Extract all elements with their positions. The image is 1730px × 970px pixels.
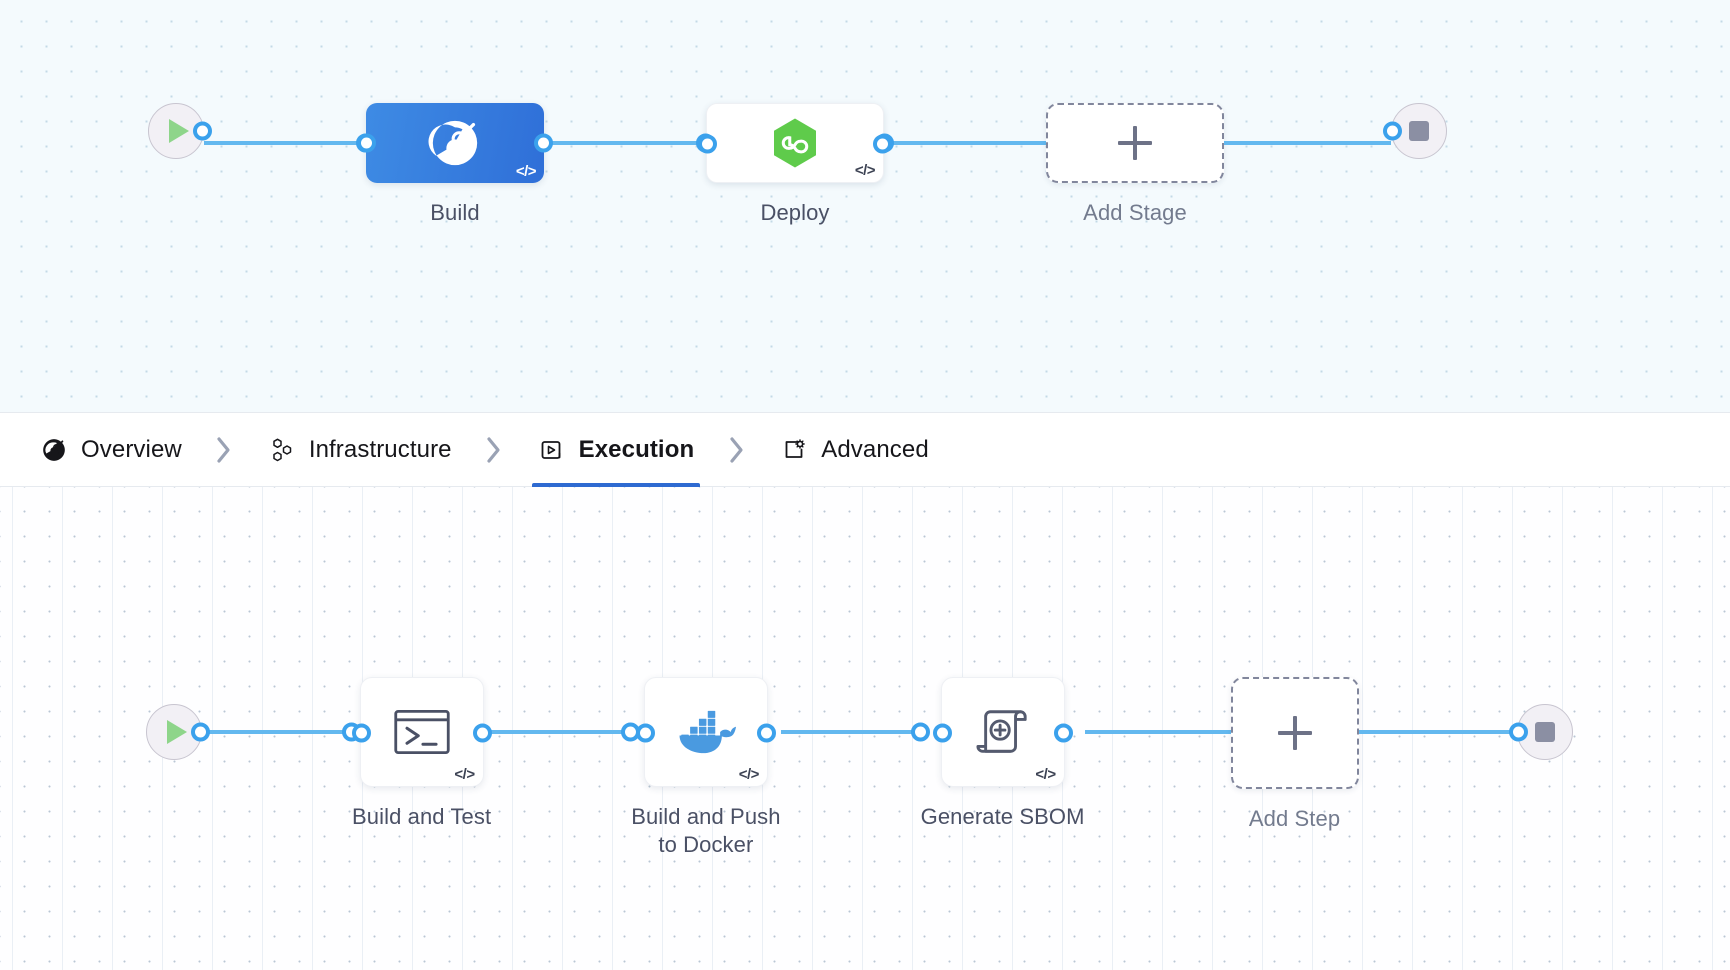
harness-ci-icon — [428, 120, 478, 166]
tab-execution[interactable]: Execution — [531, 413, 701, 487]
connector-line — [491, 730, 632, 734]
stage-card-deploy[interactable]: </> — [698, 103, 892, 183]
start-node-circle[interactable] — [146, 704, 210, 760]
tab-overview[interactable]: Overview — [34, 413, 188, 487]
tab-advanced[interactable]: Advanced — [774, 413, 935, 487]
end-node-port-left[interactable] — [1383, 121, 1402, 141]
end-node-circle[interactable] — [1508, 704, 1573, 760]
add-step-node[interactable]: Add Step — [1230, 677, 1359, 833]
step-buildtest-port-right[interactable] — [472, 723, 492, 743]
end-node-port-left[interactable] — [1508, 722, 1528, 742]
stage-deploy-port-right[interactable] — [873, 134, 892, 154]
stop-icon — [1534, 722, 1555, 742]
step-node-build-and-test[interactable]: </> Build and Test — [351, 677, 492, 831]
stage-node-deploy[interactable]: </> Deploy — [698, 103, 892, 227]
connector-line — [1084, 730, 1231, 734]
overview-icon — [40, 436, 68, 464]
step-buildtest-port-left[interactable] — [351, 723, 371, 743]
step-label-generate-sbom: Generate SBOM — [920, 804, 1085, 829]
stage-canvas[interactable]: </> Build </> — [0, 0, 1730, 412]
code-badge-icon[interactable]: </> — [454, 766, 475, 783]
terminal-icon — [393, 709, 450, 755]
add-step-label: Add Step — [1248, 806, 1341, 831]
connector-line — [1224, 141, 1391, 145]
step-flow: </> Build and Test — [146, 677, 1573, 859]
stop-icon — [1409, 121, 1429, 141]
step-canvas[interactable]: </> Build and Test — [0, 487, 1730, 970]
step-sbom-port-left[interactable] — [932, 723, 952, 743]
code-badge-icon[interactable]: </> — [854, 162, 876, 179]
step-card-build-and-test[interactable]: </> — [351, 677, 492, 787]
connector-line — [884, 141, 1046, 145]
stage-label-deploy: Deploy — [760, 200, 830, 225]
stage-build-port-right[interactable] — [534, 133, 553, 153]
add-stage-node[interactable]: Add Stage — [1046, 103, 1224, 227]
stage-deploy-port-left[interactable] — [698, 134, 717, 154]
step-label-build-and-test: Build and Test — [352, 804, 492, 829]
tab-advanced-label: Advanced — [821, 435, 929, 463]
connector-deploy-to-addstage — [875, 103, 1046, 183]
stage-build-port-left[interactable] — [357, 133, 376, 153]
connector-addstep-to-end — [1358, 677, 1517, 787]
step-node-generate-sbom[interactable]: </> Generate SBOM — [921, 677, 1085, 831]
start-node-circle[interactable] — [148, 103, 212, 159]
connector-docker-to-sbom — [780, 677, 930, 787]
chevron-right-icon — [188, 435, 262, 465]
sbom-scroll-icon — [976, 710, 1027, 753]
connector-line — [544, 141, 706, 145]
advanced-icon — [780, 436, 808, 464]
infrastructure-icon — [268, 436, 296, 464]
chevron-right-icon — [700, 435, 774, 465]
tab-infrastructure[interactable]: Infrastructure — [262, 413, 458, 487]
code-badge-icon[interactable]: </> — [738, 766, 760, 783]
harness-cd-icon — [774, 118, 816, 168]
start-node-port-right[interactable] — [191, 722, 210, 742]
step-start-node[interactable] — [146, 677, 210, 760]
end-node-circle[interactable] — [1383, 103, 1447, 159]
chevron-right-icon — [458, 435, 532, 465]
step-node-build-and-push-to-docker[interactable]: </> Build and Push to Docker — [631, 677, 781, 859]
step-sbom-port-right[interactable] — [1053, 723, 1073, 743]
stage-node-build[interactable]: </> Build — [357, 103, 553, 227]
connector-line — [780, 730, 921, 734]
connector-build-to-deploy — [544, 103, 715, 183]
plus-icon — [1118, 126, 1152, 160]
add-stage-button[interactable] — [1046, 103, 1224, 183]
connector-line — [202, 730, 352, 734]
start-node-port-right[interactable] — [193, 121, 212, 141]
connector-line — [1358, 730, 1517, 734]
tab-infrastructure-label: Infrastructure — [308, 435, 452, 463]
stage-end-node[interactable] — [1383, 103, 1447, 159]
stage-start-node[interactable] — [148, 103, 212, 159]
connector-port[interactable] — [910, 722, 930, 742]
connector-start-to-buildtest — [202, 677, 361, 787]
stage-config-tabbar: Overview Infrastructure — [0, 412, 1730, 487]
code-badge-icon[interactable]: </> — [1035, 766, 1056, 783]
connector-sbom-to-addstep — [1084, 677, 1231, 787]
stage-card-build[interactable]: </> — [357, 103, 553, 183]
execution-icon — [538, 436, 566, 464]
play-icon — [166, 720, 187, 744]
step-card-generate-sbom[interactable]: </> — [932, 677, 1073, 787]
docker-icon — [679, 710, 736, 754]
step-label-build-and-push-to-docker: Build and Push to Docker — [631, 804, 781, 858]
play-icon — [168, 119, 189, 143]
step-docker-port-left[interactable] — [635, 723, 655, 743]
step-card-build-and-push-to-docker[interactable]: </> — [635, 677, 776, 787]
add-stage-label: Add Stage — [1083, 200, 1187, 225]
stage-label-build: Build — [430, 200, 480, 225]
step-end-node[interactable] — [1508, 677, 1573, 760]
stage-flow: </> Build </> — [148, 103, 1447, 227]
connector-buildtest-to-docker — [491, 677, 641, 787]
connector-addstage-to-end — [1224, 103, 1391, 183]
connector-line — [204, 141, 366, 145]
tab-execution-label: Execution — [578, 435, 695, 463]
step-docker-port-right[interactable] — [756, 723, 776, 743]
plus-icon — [1277, 716, 1312, 750]
add-step-button[interactable] — [1230, 677, 1359, 789]
connector-start-to-build — [204, 103, 375, 183]
tab-overview-label: Overview — [81, 435, 182, 463]
code-badge-icon[interactable]: </> — [515, 163, 537, 180]
